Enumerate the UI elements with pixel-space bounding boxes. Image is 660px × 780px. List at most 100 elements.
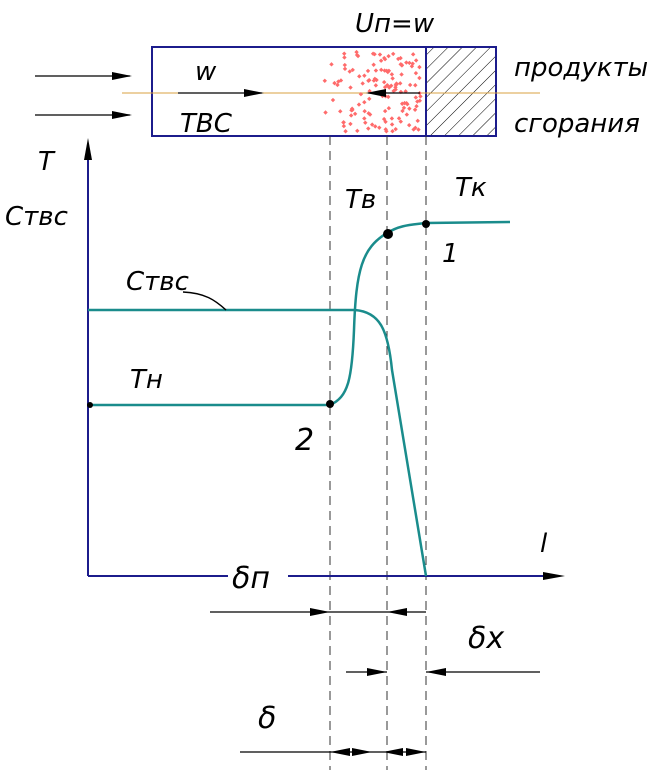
reaction-dot bbox=[402, 100, 407, 106]
reaction-dot bbox=[377, 125, 382, 130]
reaction-dot bbox=[342, 66, 348, 72]
reaction-dot bbox=[384, 68, 389, 74]
reaction-dot bbox=[411, 127, 416, 132]
reaction-dot bbox=[410, 52, 416, 57]
reaction-dot bbox=[382, 108, 388, 114]
reaction-dot bbox=[413, 83, 418, 88]
delta-x-label: δх bbox=[468, 621, 504, 656]
reaction-dot bbox=[362, 108, 367, 114]
reaction-dot bbox=[369, 122, 375, 127]
reaction-dot bbox=[379, 67, 384, 73]
reaction-dot bbox=[358, 92, 364, 97]
tvs-label: ТВС bbox=[180, 109, 233, 139]
axis-y-C-label: Cтвс bbox=[5, 202, 68, 232]
reaction-dot bbox=[417, 98, 422, 103]
reaction-dot bbox=[336, 79, 341, 84]
delta-arrowhead-mid bbox=[352, 748, 372, 756]
point-1 bbox=[422, 220, 430, 228]
reaction-dot bbox=[367, 96, 372, 102]
combustion-label: сгорания bbox=[514, 109, 640, 139]
reaction-dot bbox=[399, 101, 405, 106]
delta-x-arrowhead-left bbox=[367, 668, 387, 676]
inflow-arrowhead-bottom bbox=[112, 111, 132, 119]
un-equals-w-label: Uп=w bbox=[355, 9, 435, 39]
reaction-dot bbox=[363, 120, 368, 125]
reaction-dot bbox=[348, 121, 353, 127]
reaction-dot bbox=[391, 88, 396, 94]
axis-y-T-label: T bbox=[38, 147, 56, 177]
reaction-dot bbox=[417, 75, 422, 81]
reaction-dot bbox=[342, 51, 347, 56]
reaction-dot bbox=[371, 62, 376, 67]
reaction-dot bbox=[329, 62, 334, 67]
reaction-dot bbox=[350, 67, 355, 73]
reaction-dot bbox=[341, 123, 347, 129]
reaction-dot bbox=[396, 116, 402, 121]
reaction-dot bbox=[389, 72, 395, 77]
delta-arrowhead-left bbox=[330, 748, 350, 756]
point-tv bbox=[383, 229, 393, 239]
reaction-dot bbox=[407, 106, 412, 111]
reaction-dot bbox=[390, 51, 396, 57]
inflow-arrowhead-top bbox=[112, 72, 132, 80]
products-label: продукты bbox=[514, 53, 648, 83]
reaction-dot bbox=[389, 116, 395, 121]
tn-label: Tн bbox=[130, 365, 163, 395]
reaction-dot bbox=[355, 128, 360, 134]
reaction-dot bbox=[367, 88, 372, 94]
reaction-dot bbox=[348, 113, 354, 118]
reaction-dot bbox=[342, 62, 348, 68]
reaction-dot bbox=[377, 52, 383, 57]
tk-label: Tк bbox=[455, 173, 487, 203]
reaction-dot bbox=[372, 76, 378, 82]
reaction-dot bbox=[412, 107, 418, 112]
reaction-dot bbox=[354, 49, 359, 55]
delta-p-label: δп bbox=[232, 561, 270, 596]
reaction-dot bbox=[360, 81, 365, 86]
reaction-dot bbox=[365, 68, 371, 74]
reaction-dot bbox=[386, 53, 391, 59]
w-arrowhead bbox=[244, 89, 264, 97]
reaction-dot bbox=[354, 52, 360, 58]
reaction-dot bbox=[398, 119, 403, 124]
tv-label: Tв bbox=[345, 185, 376, 215]
reaction-dot bbox=[393, 87, 398, 92]
temperature-curve bbox=[90, 220, 511, 407]
reaction-dot bbox=[362, 100, 367, 105]
reaction-dot bbox=[383, 119, 388, 124]
reaction-dot bbox=[418, 94, 423, 99]
axis-x-label: l bbox=[540, 529, 548, 559]
reaction-dot bbox=[323, 110, 328, 115]
reaction-dot bbox=[372, 52, 377, 57]
x-axis-arrowhead bbox=[543, 572, 565, 580]
reaction-dot bbox=[413, 70, 419, 76]
w-label: w bbox=[195, 57, 217, 87]
reaction-dot bbox=[342, 55, 347, 60]
reaction-dot bbox=[367, 78, 372, 83]
reaction-dot bbox=[362, 116, 367, 121]
reaction-dot bbox=[404, 60, 409, 65]
reaction-dot bbox=[348, 85, 353, 90]
reaction-dot bbox=[373, 68, 379, 73]
point-2-label: 2 bbox=[295, 423, 314, 458]
reaction-dot bbox=[413, 58, 419, 63]
reaction-dot bbox=[407, 60, 412, 66]
delta-p-arrowhead-right bbox=[387, 608, 407, 616]
reaction-dot bbox=[343, 129, 348, 134]
reaction-zone-dots bbox=[322, 49, 423, 134]
reaction-dot bbox=[366, 111, 371, 116]
delta-arrowhead-mid2 bbox=[383, 748, 403, 756]
reaction-dot bbox=[389, 122, 395, 127]
delta-p-arrowhead-left bbox=[310, 608, 330, 616]
reaction-dot bbox=[413, 125, 418, 131]
hatched-products-zone bbox=[426, 47, 496, 136]
delta-label: δ bbox=[258, 701, 276, 736]
reaction-dot bbox=[349, 106, 355, 111]
reaction-dot bbox=[356, 102, 362, 107]
reaction-dot bbox=[390, 128, 395, 134]
reaction-dot bbox=[400, 108, 405, 114]
reaction-dot bbox=[406, 122, 412, 128]
reaction-dot bbox=[390, 76, 395, 81]
